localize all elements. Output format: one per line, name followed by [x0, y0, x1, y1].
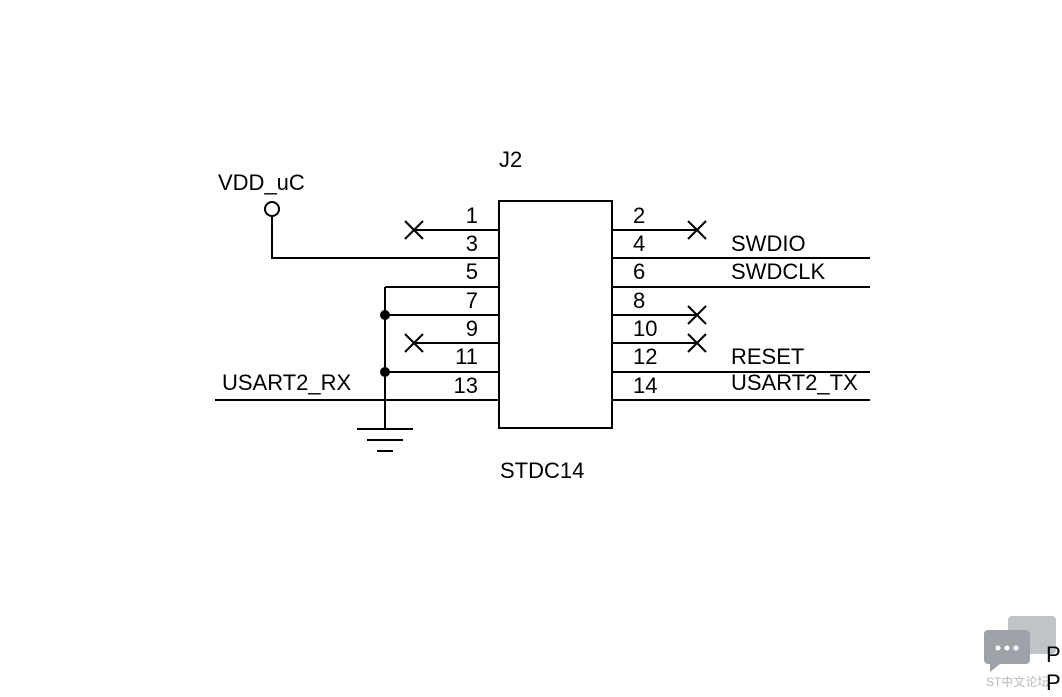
swdclk-label: SWDCLK: [731, 259, 825, 284]
no-connect-pin-12: [687, 333, 707, 353]
pin-number: 5: [466, 259, 478, 284]
pin-number: 4: [633, 231, 645, 256]
pin-number: 10: [633, 316, 657, 341]
no-connect-pin-1: [404, 220, 424, 240]
connector-body: [498, 200, 613, 429]
chat-bubble-icon: [984, 630, 1030, 672]
pin-number: 14: [633, 373, 657, 398]
pin-number: 6: [633, 259, 645, 284]
forum-watermark: ST中文论坛 P P: [984, 616, 1061, 695]
junction-dot: [380, 367, 390, 377]
ground-icon: [357, 428, 413, 452]
no-connect-pin-2: [687, 220, 707, 240]
power-net-label: VDD_uC: [218, 170, 305, 195]
pin-number: 7: [466, 288, 478, 313]
vdd-wire: [271, 216, 415, 259]
pin-number: 3: [466, 231, 478, 256]
watermark-fragment: P: [1046, 642, 1061, 667]
usart2-tx-label: USART2_TX: [731, 370, 858, 395]
pin-number: 12: [633, 344, 657, 369]
watermark-text: ST中文论坛: [986, 674, 1049, 689]
pin-number: 11: [455, 344, 478, 369]
reset-label: RESET: [731, 344, 804, 369]
pin-number: 13: [454, 373, 478, 398]
pin-number: 8: [633, 288, 645, 313]
part-label: STDC14: [500, 458, 584, 483]
designator-label: J2: [499, 147, 522, 172]
no-connect-pin-11: [404, 333, 424, 353]
watermark-fragment: P: [1046, 670, 1061, 695]
no-connect-pin-10: [687, 305, 707, 325]
pin-number: 2: [633, 203, 645, 228]
pin-number: 1: [466, 203, 478, 228]
usart2-rx-label: USART2_RX: [222, 370, 352, 395]
swdio-label: SWDIO: [731, 231, 806, 256]
junction-dot: [380, 310, 390, 320]
pin-number: 9: [466, 316, 478, 341]
power-terminal-icon: [264, 201, 280, 217]
